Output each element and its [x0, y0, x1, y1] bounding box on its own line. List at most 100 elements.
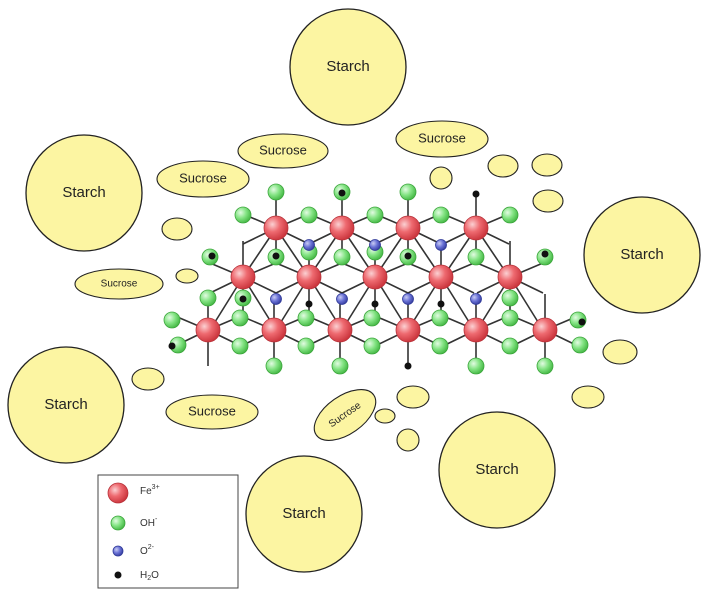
sucrose-label: Sucrose — [259, 142, 307, 157]
hydroxide-atom — [234, 206, 252, 224]
oxide-atom — [435, 239, 447, 251]
oxide-atom — [369, 239, 381, 251]
fe-ion-atom — [329, 215, 355, 241]
fe-ion-icon — [107, 482, 129, 504]
water-molecule — [371, 300, 379, 308]
fe-ion-atom — [497, 264, 523, 290]
hydroxide-atom — [331, 357, 349, 375]
small-sucrose — [161, 217, 193, 241]
water-molecule — [305, 300, 313, 308]
hydroxide-atom — [231, 309, 249, 327]
small-sucrose — [396, 428, 420, 452]
water-molecule — [338, 189, 346, 197]
fe-ion-atom — [395, 317, 421, 343]
lattice-atoms — [163, 183, 589, 375]
fe-ion-atom — [261, 317, 287, 343]
starch-particle: Starch — [25, 134, 143, 252]
sucrose-ellipse — [395, 120, 489, 158]
legend-label-oxide: O2- — [140, 544, 155, 557]
hydroxide-atom — [297, 337, 315, 355]
fe-ion-atom — [296, 264, 322, 290]
hydroxide-atom — [297, 309, 315, 327]
hydroxide-atom — [163, 311, 181, 329]
hydroxide-atom — [366, 206, 384, 224]
hydroxide-atom — [536, 357, 554, 375]
sucrose-ellipse — [313, 389, 377, 441]
oxide-atom — [402, 293, 414, 305]
oxide-atom — [270, 293, 282, 305]
starch-label: Starch — [282, 505, 325, 522]
starch-circle — [7, 346, 125, 464]
small-sucrose — [429, 166, 453, 190]
water-molecule — [239, 295, 247, 303]
water-molecule — [404, 362, 412, 370]
sucrose-molecule: Sucrose — [156, 160, 250, 198]
hydroxide-atom — [300, 206, 318, 224]
fe-ion-atom — [230, 264, 256, 290]
starch-particle: Starch — [245, 455, 363, 573]
legend-label-hydroxide: OH- — [140, 516, 158, 529]
hydroxide-atom — [231, 337, 249, 355]
water-molecule — [472, 190, 480, 198]
small-sucrose — [374, 408, 396, 424]
small-sucrose — [531, 153, 563, 177]
sucrose-ellipse — [237, 133, 329, 169]
starch-label: Starch — [326, 58, 369, 75]
fe-ion-atom — [463, 317, 489, 343]
small-sucrose — [602, 339, 638, 365]
starch-circle — [25, 134, 143, 252]
oxide-atom — [336, 293, 348, 305]
hydroxide-icon — [110, 515, 126, 531]
starch-label: Starch — [620, 246, 663, 263]
starch-particle: Starch — [438, 411, 556, 529]
oxide-atom — [303, 239, 315, 251]
hydroxide-atom — [431, 309, 449, 327]
starch-label: Starch — [62, 184, 105, 201]
fe-ion-atom — [362, 264, 388, 290]
legend-item-water: H2O — [114, 570, 159, 582]
water-icon — [114, 571, 122, 579]
starch-particle: Starch — [583, 196, 701, 314]
fe-ion-atom — [395, 215, 421, 241]
starch-particle: Starch — [289, 8, 407, 126]
starch-particle: Starch — [7, 346, 125, 464]
hydroxide-atom — [333, 248, 351, 266]
fe-ion-atom — [327, 317, 353, 343]
sucrose-label: Sucrose — [418, 130, 466, 145]
hydroxide-atom — [199, 289, 217, 307]
hydroxide-atom — [501, 337, 519, 355]
sucrose-molecule: Sucrose — [313, 389, 377, 441]
sucrose-label: Sucrose — [101, 279, 138, 290]
legend-item-oxide: O2- — [112, 544, 155, 557]
water-molecule — [404, 252, 412, 260]
fe-ion-atom — [463, 215, 489, 241]
sucrose-ellipse — [74, 268, 164, 300]
hydroxide-atom — [363, 309, 381, 327]
legend-item-fe-ion: Fe3+ — [107, 482, 160, 504]
sucrose-molecule: Sucrose — [165, 394, 259, 430]
hydroxide-atom — [267, 183, 285, 201]
small-sucrose — [131, 367, 165, 391]
sucrose-ellipse — [165, 394, 259, 430]
hydroxide-atom — [501, 289, 519, 307]
iron-oxyhydroxide-core — [163, 183, 589, 375]
water-molecule — [541, 250, 549, 258]
water-molecule — [272, 252, 280, 260]
hydroxide-atom — [265, 357, 283, 375]
hydroxide-atom — [363, 337, 381, 355]
fe-ion-atom — [263, 215, 289, 241]
fe-ion-atom — [428, 264, 454, 290]
hydroxide-atom — [432, 206, 450, 224]
small-sucrose — [571, 385, 605, 409]
starch-label: Starch — [475, 461, 518, 478]
fe-ion-atom — [195, 317, 221, 343]
legend-label-water: H2O — [140, 570, 159, 582]
starch-particles: Starch Starch Starch Starch Starch Starc… — [7, 8, 701, 573]
water-molecule — [208, 252, 216, 260]
water-molecule — [437, 300, 445, 308]
sucrose-molecule: Sucrose — [395, 120, 489, 158]
hydroxide-atom — [571, 336, 589, 354]
hydroxide-atom — [467, 357, 485, 375]
